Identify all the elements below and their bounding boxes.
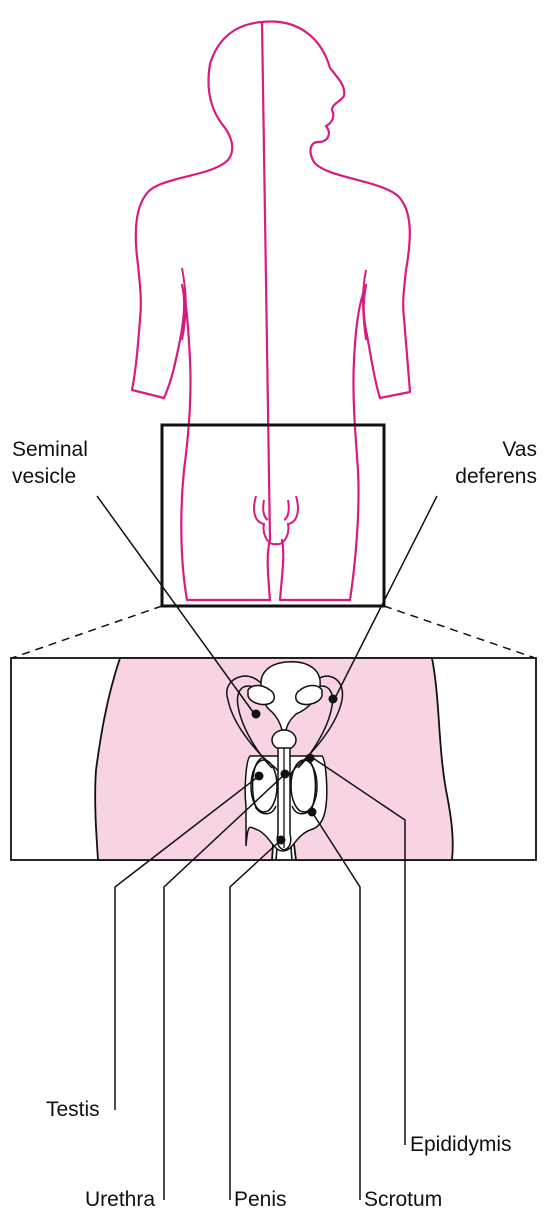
seminal-vesicle-label-line2: vesicle (12, 463, 88, 490)
urethra-label: Urethra (85, 1186, 155, 1213)
penis-dot (277, 836, 286, 845)
body-silhouette (132, 22, 410, 600)
penis-pointer (230, 840, 281, 1200)
seminal-vesicle-dot (252, 710, 261, 719)
zoom-line-left (12, 606, 162, 658)
penis-label: Penis (234, 1186, 287, 1213)
epididymis-label: Epididymis (410, 1131, 512, 1158)
vas-deferens-dot (329, 695, 338, 704)
testis-label: Testis (46, 1096, 100, 1123)
vas-deferens-label: Vas deferens (455, 436, 537, 490)
testis-dot (255, 772, 264, 781)
seminal-vesicle-label-line1: Seminal (12, 436, 88, 463)
prostate (272, 730, 296, 750)
seminal-vesicle-label: Seminal vesicle (12, 436, 88, 490)
zoom-line-right (384, 606, 535, 658)
scrotum-dot (308, 808, 317, 817)
urethra-dot (281, 770, 290, 779)
scrotum-pointer (312, 812, 360, 1200)
vas-deferens-label-line2: deferens (455, 463, 537, 490)
zoom-box (162, 425, 384, 606)
epididymis-dot (306, 754, 315, 763)
vas-deferens-label-line1: Vas (455, 436, 537, 463)
silhouette-genitals (254, 496, 298, 544)
scrotum-label: Scrotum (364, 1186, 442, 1213)
body-outline (132, 22, 410, 600)
